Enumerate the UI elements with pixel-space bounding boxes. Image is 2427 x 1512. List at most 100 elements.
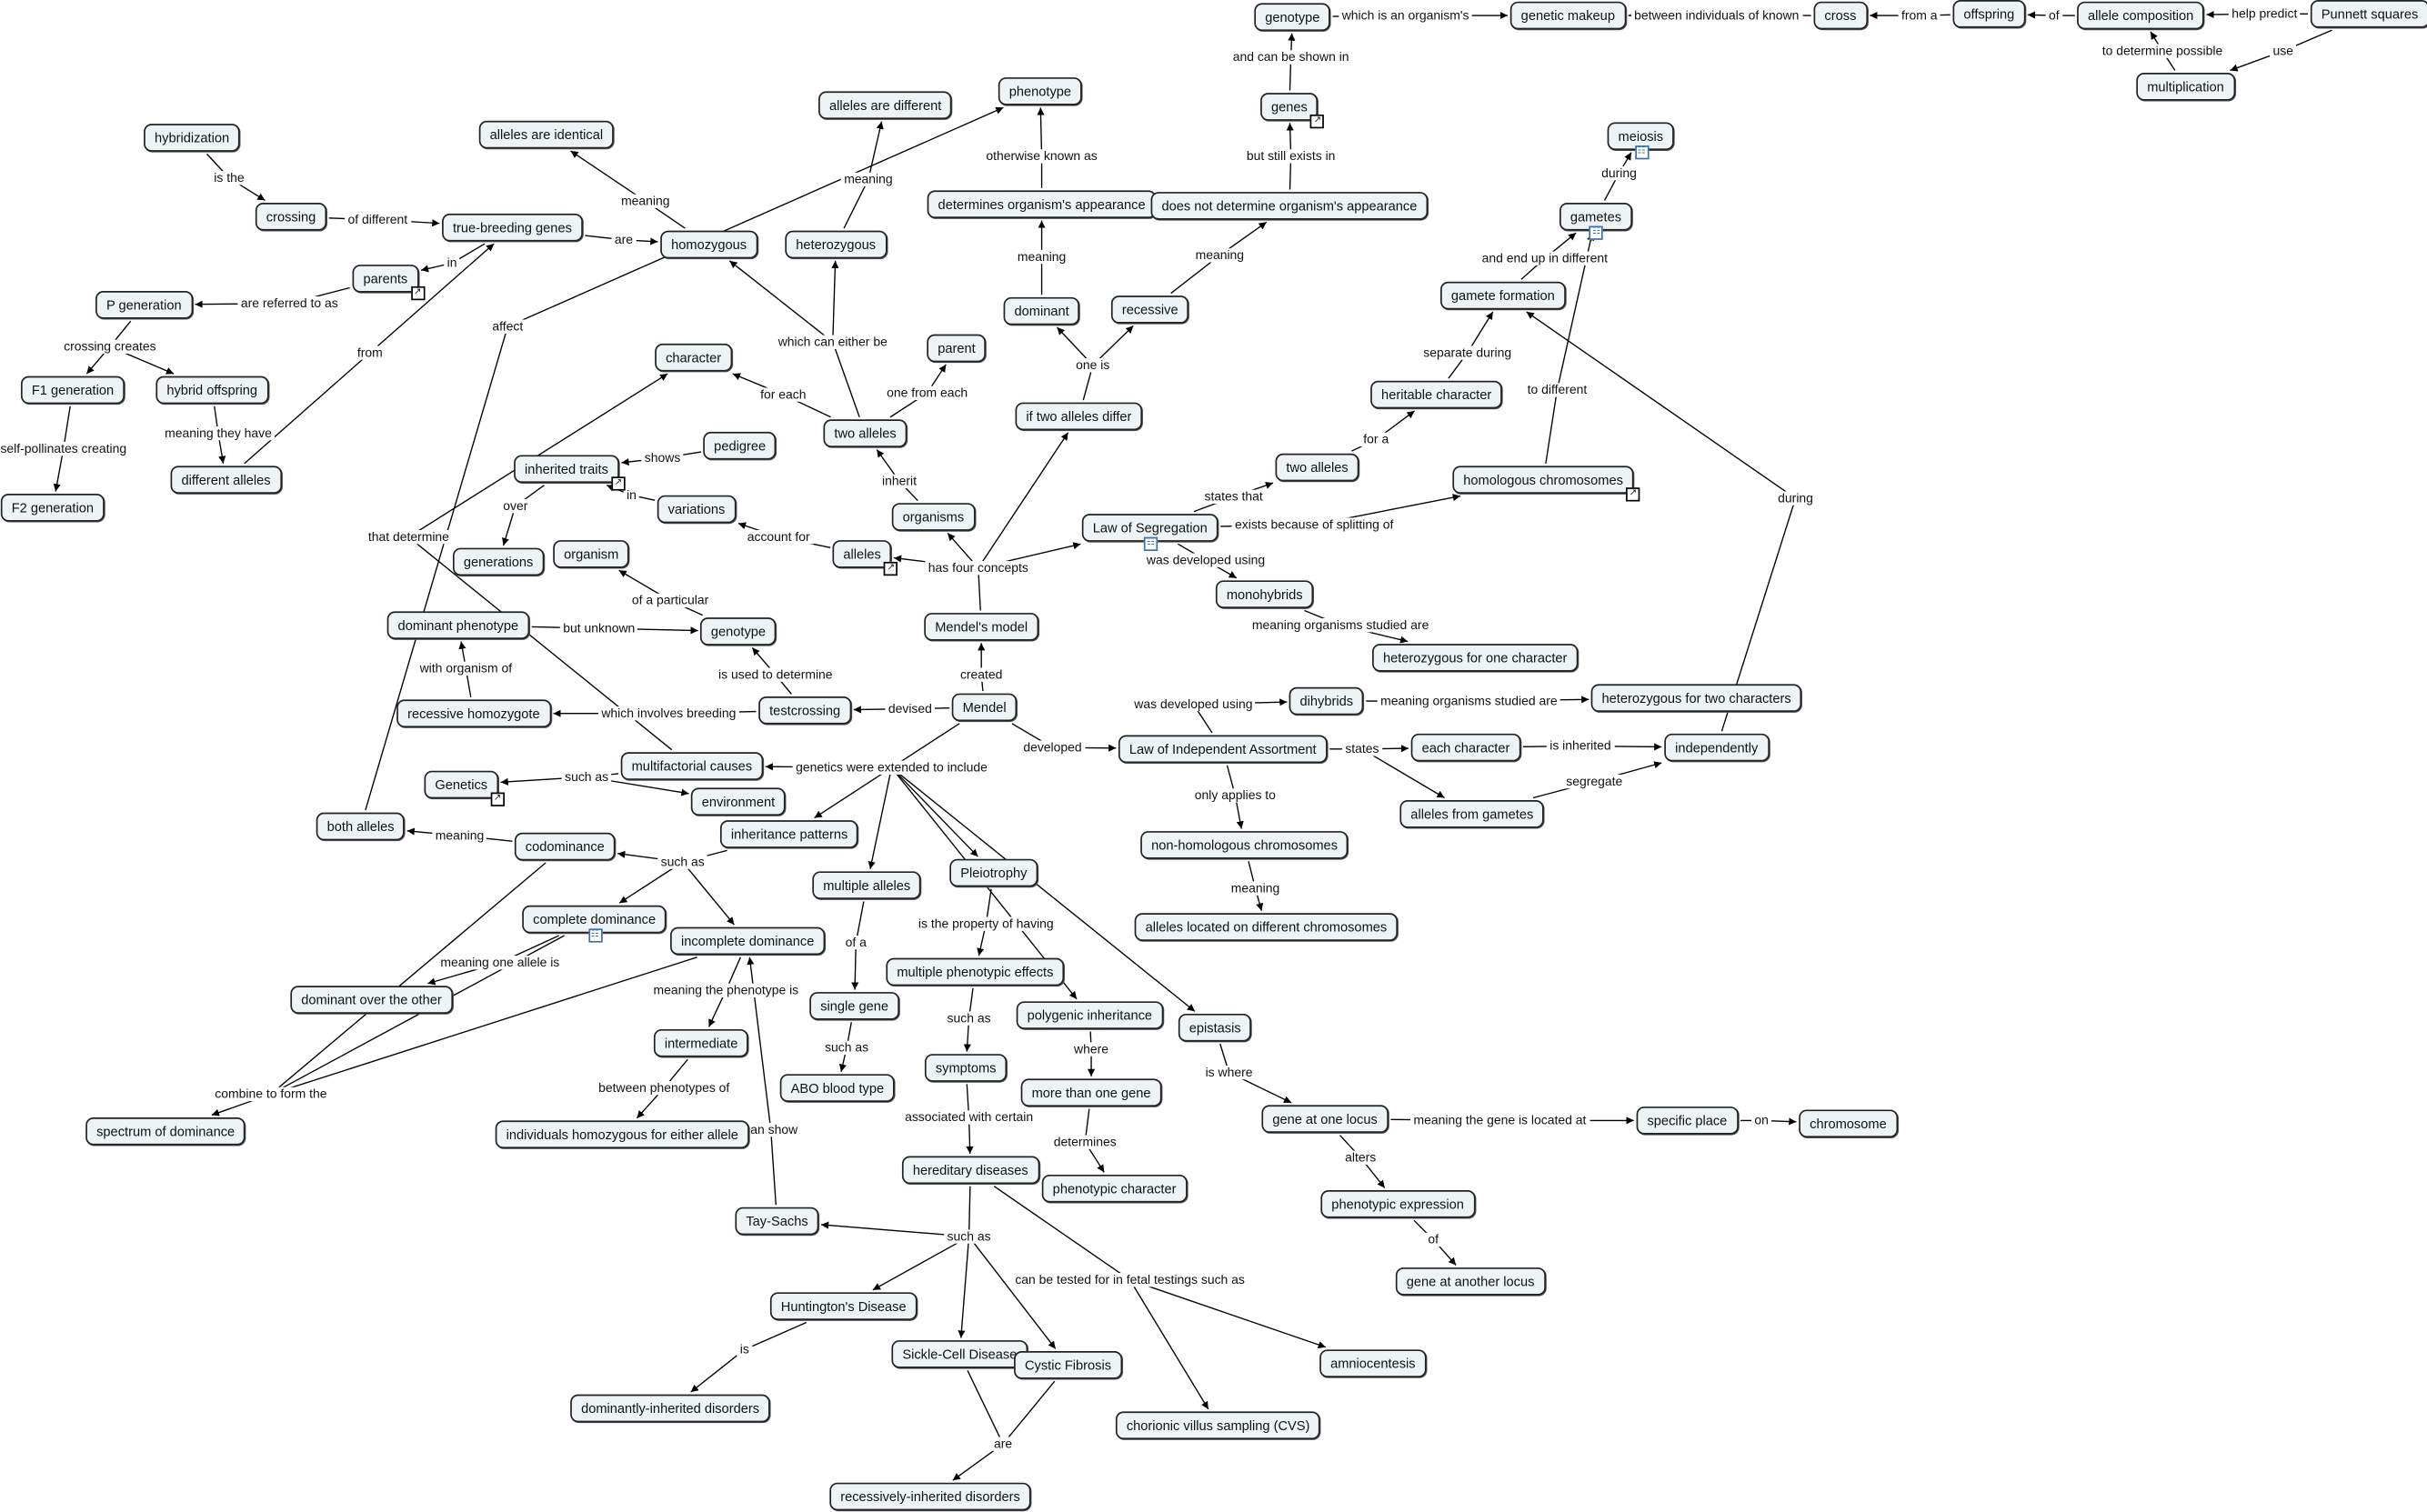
concept-gene-one-locus[interactable]: gene at one locus (1261, 1105, 1389, 1134)
shortcut-arrow-icon[interactable]: ↗ (884, 561, 898, 576)
concept-het-two[interactable]: heterozygous for two characters (1590, 684, 1802, 713)
concept-genes[interactable]: genes↗ (1260, 93, 1325, 129)
concept-cvs[interactable]: chorionic villus sampling (CVS) (1115, 1411, 1321, 1440)
concept-genetics[interactable]: Genetics↗ (424, 770, 505, 806)
shortcut-arrow-icon[interactable]: ↗ (410, 285, 425, 301)
concept-multiple-alleles[interactable]: multiple alleles (812, 871, 922, 899)
concept-alleles-located[interactable]: alleles located on different chromosomes (1134, 913, 1399, 941)
concept-monohybrids[interactable]: monohybrids (1215, 580, 1314, 608)
concept-crossing[interactable]: crossing (255, 202, 327, 231)
concept-mendel[interactable]: Mendel (951, 693, 1018, 722)
concept-dominant[interactable]: dominant (1003, 296, 1080, 325)
concept-mendels-model[interactable]: Mendel's model (924, 613, 1039, 641)
concept-multiple-effects[interactable]: multiple phenotypic effects (886, 957, 1065, 986)
concept-homologous[interactable]: homologous chromosomes↗ (1452, 466, 1640, 502)
concept-f2[interactable]: F2 generation (0, 494, 105, 522)
concept-organism[interactable]: organism (553, 540, 630, 568)
concept-environment[interactable]: environment (690, 787, 787, 816)
concept-inheritance-patterns[interactable]: inheritance patterns (719, 820, 859, 848)
concept-phenotypic-character[interactable]: phenotypic character (1041, 1174, 1188, 1203)
concept-law-seg[interactable]: Law of Segregation☷ (1081, 514, 1219, 551)
concept-recessively[interactable]: recessively-inherited disorders (829, 1482, 1031, 1511)
concept-map-icon[interactable]: ☷ (1634, 145, 1649, 160)
concept-dominant-phenotype[interactable]: dominant phenotype (386, 611, 530, 640)
concept-multiplication[interactable]: multiplication (2136, 73, 2235, 101)
concept-two-alleles2[interactable]: two alleles (1275, 453, 1359, 482)
concept-dominantly[interactable]: dominantly-inherited disorders (570, 1394, 770, 1423)
concept-single-gene[interactable]: single gene (809, 992, 899, 1020)
concept-gametes[interactable]: gametes☷ (1559, 202, 1632, 240)
concept-more-than-one[interactable]: more than one gene (1020, 1078, 1162, 1107)
concept-parent[interactable]: parent (927, 334, 987, 363)
concept-truebreeding[interactable]: true-breeding genes (442, 213, 583, 242)
concept-sickle[interactable]: Sickle-Cell Disease (891, 1340, 1028, 1368)
concept-map-icon[interactable]: ☷ (587, 928, 603, 943)
concept-map-icon[interactable]: ☷ (1143, 536, 1158, 551)
concept-iftwo[interactable]: if two alleles differ (1015, 402, 1143, 431)
shortcut-arrow-icon[interactable]: ↗ (490, 792, 505, 806)
concept-polygenic[interactable]: polygenic inheritance (1016, 1001, 1163, 1029)
concept-character[interactable]: character (655, 343, 732, 372)
concept-het-one[interactable]: heterozygous for one character (1372, 644, 1579, 672)
concept-epistasis[interactable]: epistasis (1178, 1013, 1252, 1042)
concept-meiosis[interactable]: meiosis☷ (1607, 122, 1675, 160)
concept-alleles[interactable]: alleles↗ (832, 540, 898, 576)
concept-hybridization[interactable]: hybridization (144, 124, 241, 152)
concept-homozygous[interactable]: homozygous (660, 230, 758, 259)
shortcut-arrow-icon[interactable]: ↗ (1626, 487, 1640, 502)
concept-organisms[interactable]: organisms (891, 503, 976, 531)
shortcut-arrow-icon[interactable]: ↗ (611, 476, 626, 491)
concept-different-alleles[interactable]: different alleles (170, 466, 282, 495)
concept-map-icon[interactable]: ☷ (1590, 225, 1604, 240)
concept-genotype-mid[interactable]: genotype (699, 617, 777, 646)
concept-alleles-identical[interactable]: alleles are identical (478, 120, 615, 149)
concept-specific-place[interactable]: specific place (1636, 1106, 1739, 1135)
concept-phenotypic-expression[interactable]: phenotypic expression (1320, 1189, 1475, 1218)
concept-dihybrids[interactable]: dihybrids (1289, 686, 1364, 716)
concept-dominant-over[interactable]: dominant over the other (290, 986, 453, 1014)
concept-cross[interactable]: cross (1813, 1, 1868, 30)
concept-multifactorial[interactable]: multifactorial causes (620, 752, 764, 780)
concept-codominance[interactable]: codominance (514, 832, 616, 861)
concept-offspring[interactable]: offspring (1952, 0, 2026, 28)
concept-recessive[interactable]: recessive (1110, 295, 1189, 324)
concept-doesnot[interactable]: does not determine organism's appearance (1150, 192, 1429, 220)
concept-huntingtons[interactable]: Huntington's Disease (769, 1292, 918, 1320)
concept-each-character[interactable]: each character (1410, 733, 1521, 762)
concept-incomplete-dominance[interactable]: incomplete dominance (670, 926, 826, 956)
concept-recessive-homozygote[interactable]: recessive homozygote (396, 699, 551, 728)
concept-gene-another-locus[interactable]: gene at another locus (1395, 1267, 1546, 1296)
concept-complete-dominance[interactable]: complete dominance☷ (522, 905, 667, 943)
concept-punnett[interactable]: Punnett squares (2310, 0, 2427, 28)
concept-variations[interactable]: variations (657, 495, 737, 524)
concept-pedigree[interactable]: pedigree (703, 431, 777, 460)
concept-testcrossing[interactable]: testcrossing (758, 696, 852, 725)
concept-law-ia[interactable]: Law of Independent Assortment (1118, 735, 1328, 764)
concept-intermediate[interactable]: intermediate (653, 1028, 749, 1057)
concept-parents[interactable]: parents↗ (352, 265, 425, 301)
concept-symptoms[interactable]: symptoms (924, 1054, 1008, 1082)
concept-both-alleles[interactable]: both alleles (316, 812, 406, 841)
concept-taysachs[interactable]: Tay-Sachs (735, 1207, 819, 1236)
concept-nonhomologous[interactable]: non-homologous chromosomes (1140, 831, 1349, 859)
concept-heritable[interactable]: heritable character (1370, 380, 1503, 409)
concept-hereditary[interactable]: hereditary diseases (901, 1156, 1039, 1185)
concept-cystic[interactable]: Cystic Fibrosis (1014, 1351, 1122, 1379)
concept-alleles-gametes[interactable]: alleles from gametes (1399, 800, 1545, 828)
concept-determines[interactable]: determines organism's appearance (927, 190, 1157, 219)
concept-gamete-formation[interactable]: gamete formation (1440, 281, 1566, 310)
concept-genotype-top[interactable]: genotype (1254, 3, 1331, 32)
concept-heterozygous[interactable]: heterozygous (785, 230, 888, 259)
concept-spectrum[interactable]: spectrum of dominance (85, 1116, 246, 1146)
concept-hybrid-offspring[interactable]: hybrid offspring (155, 375, 268, 405)
concept-pleiotrophy[interactable]: Pleiotrophy (949, 858, 1038, 887)
concept-f1[interactable]: F1 generation (20, 375, 125, 405)
concept-pgen[interactable]: P generation (95, 291, 193, 319)
concept-abo[interactable]: ABO blood type (779, 1074, 896, 1102)
concept-phenotype[interactable]: phenotype (998, 77, 1082, 105)
concept-two-alleles[interactable]: two alleles (823, 419, 908, 447)
concept-alleles-different[interactable]: alleles are different (818, 91, 953, 120)
concept-chromosome[interactable]: chromosome (1799, 1109, 1898, 1138)
concept-allele-composition[interactable]: allele composition (2077, 1, 2205, 30)
